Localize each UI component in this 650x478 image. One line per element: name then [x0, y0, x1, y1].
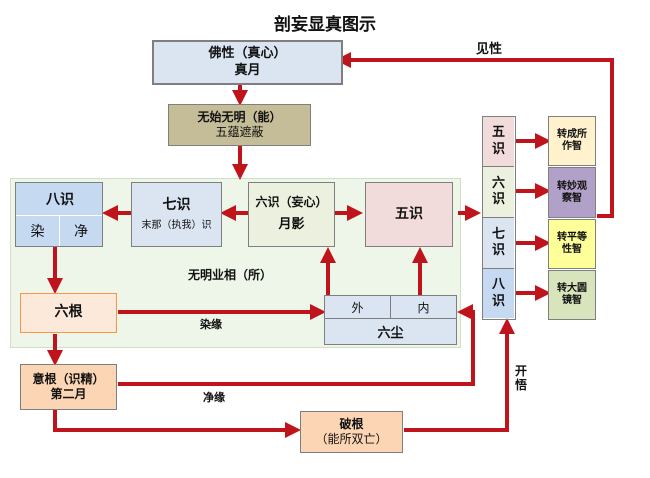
- arrow-mindroot-to-break: [53, 410, 301, 438]
- column-seventh: 七识: [483, 218, 514, 269]
- six-dusts-inner: 内: [417, 300, 430, 315]
- open-enlighten-label: 开悟: [515, 364, 528, 393]
- see-nature-label: 见性: [476, 42, 503, 57]
- eighth-consciousness-box: 八识 染 净: [15, 182, 103, 247]
- column-sixth: 六识: [483, 167, 514, 218]
- ignorance-box: 无始无明（能） 五蕴遮蔽: [168, 104, 311, 146]
- eighth-defiled: 染: [30, 224, 45, 240]
- break-root-line1: 破根: [339, 417, 364, 431]
- six-roots-title: 六根: [54, 304, 83, 321]
- column-fifth-label: 五识: [491, 125, 505, 157]
- region-label: 无明业相（所）: [187, 268, 272, 282]
- break-root-line2: （能所双亡）: [315, 432, 388, 446]
- mind-root-line2: 第二月: [50, 387, 87, 401]
- eighth-divider-v: [59, 216, 60, 246]
- sixth-consciousness-box: 六识（妄心） 月影: [248, 182, 335, 247]
- six-dusts-divider-v: [390, 296, 391, 318]
- pure-condition-label: 净缘: [203, 391, 225, 404]
- wisdom-3: 转平等性智: [548, 219, 596, 269]
- diagram-title: 剖妄显真图示: [274, 15, 376, 35]
- break-root-box: 破根 （能所双亡）: [300, 411, 403, 453]
- six-dusts-box: 外 内 六尘: [324, 295, 457, 345]
- arrow-break-to-column: [404, 318, 515, 432]
- column-eighth-label: 八识: [491, 277, 505, 309]
- column-eighth: 八识: [483, 269, 514, 318]
- wisdom-4: 转大圆镜智: [548, 270, 596, 320]
- seventh-sub: 末那（执我）识: [141, 220, 212, 231]
- arrow-pure-cond: [118, 304, 475, 386]
- sixth-sub: 月影: [278, 217, 305, 233]
- column-seventh-label: 七识: [491, 226, 505, 258]
- consciousness-column: 五识 六识 七识 八识: [482, 116, 516, 320]
- wisdom-3-label: 转平等性智: [557, 232, 587, 255]
- wisdom-2-label: 转妙观察智: [557, 180, 587, 204]
- buddha-nature-line2: 真月: [234, 62, 261, 78]
- mind-root-box: 意根（识精） 第二月: [20, 364, 117, 410]
- eighth-divider-h: [16, 215, 102, 216]
- seventh-consciousness-box: 七识 末那（执我）识: [131, 182, 222, 247]
- fifth-consciousness-box: 五识: [365, 182, 453, 247]
- column-sixth-label: 六识: [491, 175, 505, 207]
- six-dusts-title: 六尘: [377, 326, 404, 341]
- column-fifth: 五识: [483, 117, 514, 167]
- eighth-title: 八识: [46, 192, 74, 208]
- defiled-condition-label: 染缘: [200, 318, 222, 331]
- wisdom-1-label: 转成所作智: [557, 129, 587, 152]
- eighth-pure: 净: [74, 224, 88, 240]
- six-roots-box: 六根: [20, 293, 117, 333]
- buddha-nature-box: 佛性（真心） 真月: [152, 40, 343, 85]
- wisdom-4-label: 转大圆镜智: [557, 283, 587, 306]
- arrow-see-nature: [335, 52, 614, 218]
- ignorance-line1: 无始无明（能）: [197, 110, 282, 124]
- sixth-title: 六识（妄心）: [255, 195, 328, 210]
- buddha-nature-line1: 佛性（真心）: [208, 46, 287, 62]
- fifth-title: 五识: [395, 205, 423, 222]
- six-dusts-outer: 外: [351, 300, 364, 315]
- six-dusts-divider-h: [325, 318, 456, 319]
- wisdom-1: 转成所作智: [548, 116, 596, 166]
- wisdom-2: 转妙观察智: [548, 167, 596, 218]
- ignorance-line2: 五蕴遮蔽: [215, 125, 264, 139]
- mind-root-line1: 意根（识精）: [32, 372, 105, 386]
- seventh-title: 七识: [162, 196, 191, 213]
